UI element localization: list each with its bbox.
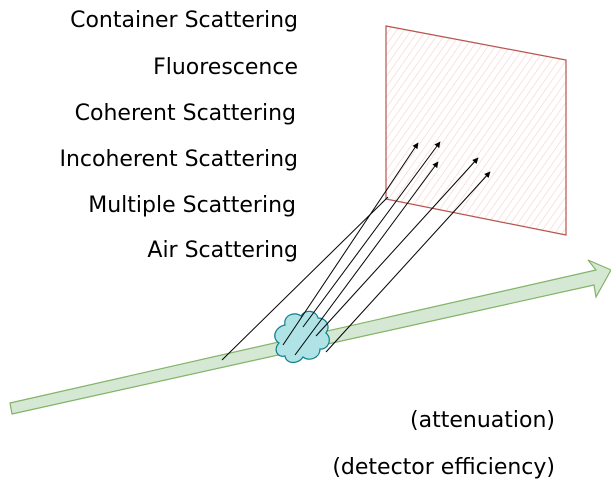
label-fluorescence: Fluorescence <box>153 55 298 80</box>
sample-blob <box>274 310 330 364</box>
ray-fluorescence <box>315 157 479 337</box>
label-multiple-scattering: Multiple Scattering <box>88 193 296 218</box>
label-container-scattering: Container Scattering <box>70 8 298 33</box>
label-detector-efficiency: (detector efficiency) <box>332 455 555 480</box>
detector-plate <box>385 25 567 236</box>
label-air-scattering: Air Scattering <box>147 238 298 263</box>
scattered-rays <box>221 141 491 361</box>
ray-coherent-scattering <box>282 142 419 346</box>
label-attenuation: (attenuation) <box>410 408 555 433</box>
label-incoherent-scattering: Incoherent Scattering <box>59 147 298 172</box>
label-coherent-scattering: Coherent Scattering <box>74 101 296 126</box>
ray-air-scattering <box>325 171 491 353</box>
ray-incoherent-scattering <box>302 141 441 328</box>
ray-multiple-scattering <box>294 161 439 356</box>
ray-container-scattering <box>221 196 389 361</box>
